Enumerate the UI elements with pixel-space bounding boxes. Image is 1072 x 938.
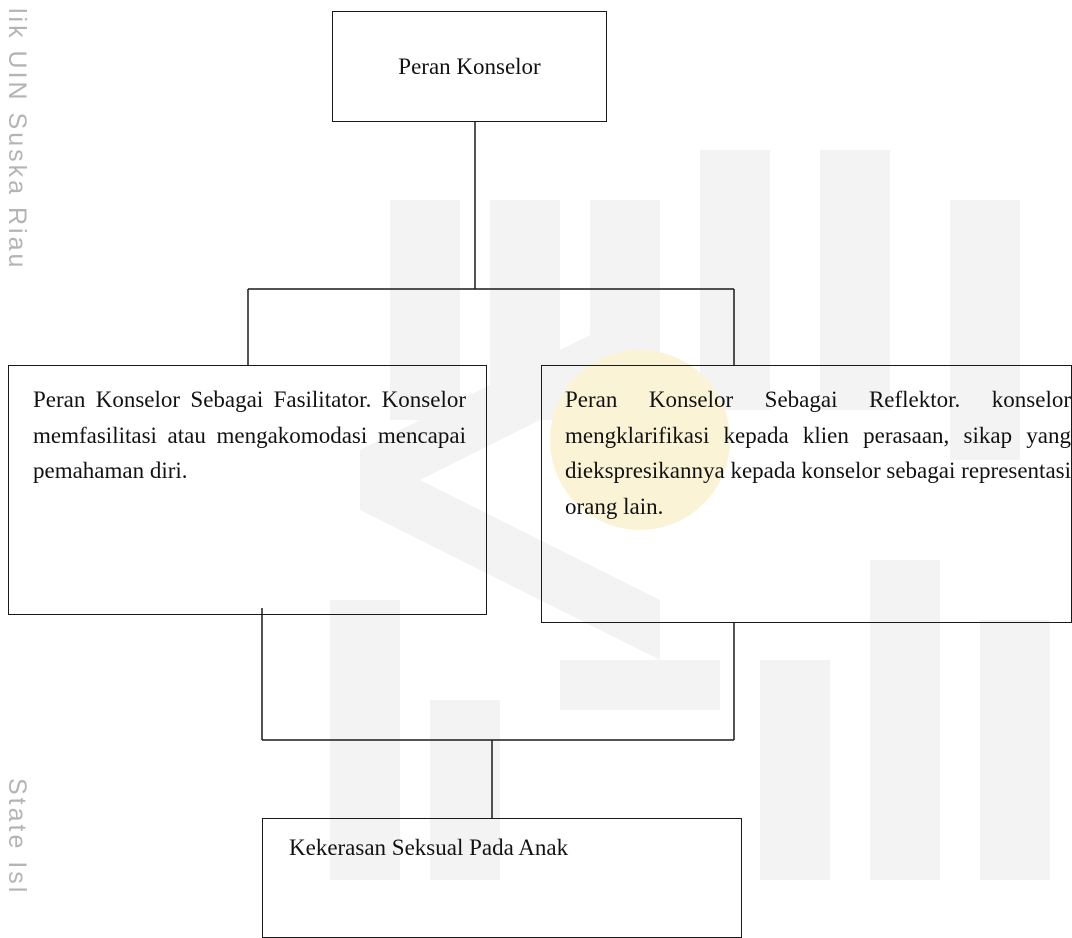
side-watermark-text-bottom: State Isl [3, 778, 31, 896]
node-kekerasan-seksual: Kekerasan Seksual Pada Anak [262, 818, 742, 938]
node-peran-konselor-label: Peran Konselor [398, 53, 541, 79]
node-reflektor: Peran Konselor Sebagai Reflektor. konsel… [541, 365, 1072, 623]
node-reflektor-text: Peran Konselor Sebagai Reflektor. konsel… [565, 387, 1071, 519]
node-fasilitator: Peran Konselor Sebagai Fasilitator. Kons… [8, 365, 487, 615]
side-watermark-text: lik UIN Suska Riau [3, 8, 31, 271]
node-peran-konselor: Peran Konselor [332, 11, 607, 122]
node-fasilitator-text: Peran Konselor Sebagai Fasilitator. Kons… [33, 387, 466, 483]
node-kekerasan-seksual-label: Kekerasan Seksual Pada Anak [289, 835, 569, 860]
